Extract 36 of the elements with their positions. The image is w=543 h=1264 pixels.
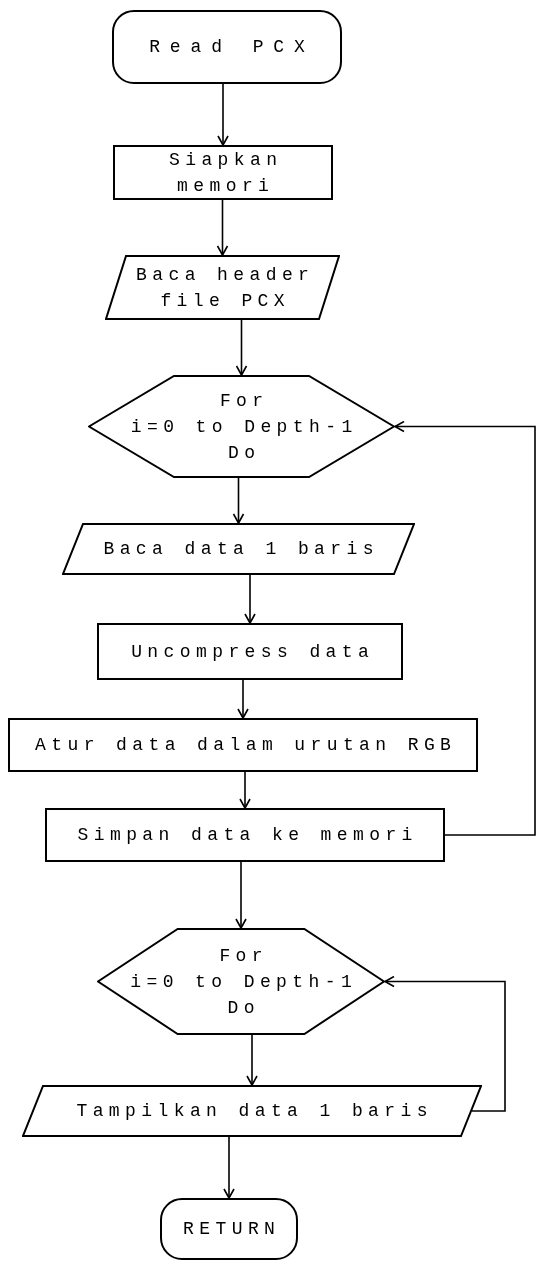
input-output-parallelogram xyxy=(62,523,415,575)
arrow xyxy=(237,679,249,719)
step-text: Uncompress data xyxy=(130,640,375,664)
step-text: Atur data dalam urutan RGB xyxy=(34,734,457,757)
loop-hexagon xyxy=(88,375,395,478)
step-text: Read PCX xyxy=(148,36,315,59)
step-text: i=0 to Depth-1 Do xyxy=(129,970,359,1020)
step-text: Tampilkan data 1 baris xyxy=(75,1100,433,1123)
process-box xyxy=(97,623,403,680)
arrow xyxy=(246,1034,258,1086)
arrow xyxy=(217,83,229,146)
terminator-box xyxy=(160,1198,298,1260)
process-box xyxy=(113,145,333,200)
step-text: Baca header file PCX xyxy=(135,263,316,313)
step-text: RETURN xyxy=(182,1218,281,1241)
arrow xyxy=(232,477,245,524)
arrow xyxy=(235,319,248,376)
arrow xyxy=(235,861,247,929)
step-text: For xyxy=(218,944,268,968)
terminator-box xyxy=(112,10,342,84)
arrow xyxy=(394,420,536,836)
process-box xyxy=(8,718,478,772)
step-text: i=0 to Depth-1 Do xyxy=(129,415,359,465)
arrow xyxy=(216,199,229,256)
step-text: Simpan data ke memori xyxy=(76,824,418,847)
loop-hexagon xyxy=(97,928,385,1035)
step-text: For xyxy=(218,389,269,413)
step-text: Baca data 1 baris xyxy=(102,538,379,561)
input-output-parallelogram xyxy=(22,1085,482,1137)
arrow xyxy=(244,574,256,624)
process-box xyxy=(45,808,445,862)
step-text: Siapkan memori xyxy=(168,148,284,198)
arrow xyxy=(223,1136,235,1199)
arrow xyxy=(384,975,506,1112)
arrow xyxy=(239,771,251,809)
input-output-parallelogram xyxy=(105,255,340,320)
